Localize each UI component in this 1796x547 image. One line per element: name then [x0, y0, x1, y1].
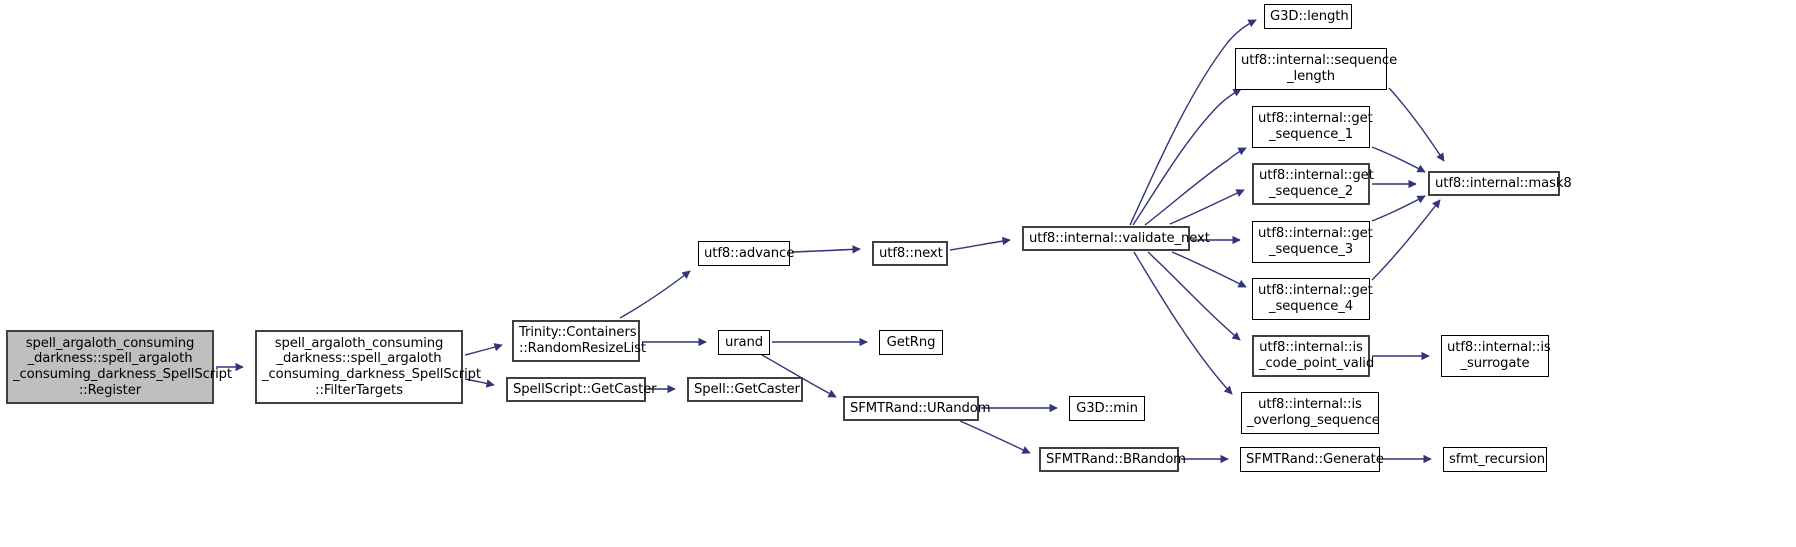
- graph-edge-randomresizelist-to-utf8-advance: [619, 270, 691, 319]
- graph-node-filtertargets[interactable]: spell_argaloth_consuming _darkness::spel…: [255, 330, 481, 404]
- graph-node-sfmtrand-brandom[interactable]: SFMTRand::BRandom: [1039, 447, 1186, 472]
- graph-node-label: Spell::GetCaster: [694, 381, 800, 397]
- graph-node-sfmt-recursion[interactable]: sfmt_recursion: [1443, 447, 1547, 472]
- graph-node-g3d-min[interactable]: G3D::min: [1069, 396, 1145, 421]
- graph-edge-get-sequence-4-to-mask8: [1371, 199, 1441, 281]
- graph-node-label: utf8::internal::is _overlong_sequence: [1247, 397, 1380, 428]
- graph-node-label: utf8::internal::sequence _length: [1241, 53, 1398, 84]
- graph-node-label: SpellScript::GetCaster: [513, 381, 657, 397]
- graph-node-sfmtrand-urandom[interactable]: SFMTRand::URandom: [843, 396, 991, 421]
- graph-edge-utf8-advance-to-utf8-next: [791, 245, 861, 254]
- graph-edge-get-sequence-3-to-mask8: [1371, 195, 1426, 222]
- graph-node-register[interactable]: spell_argaloth_consuming _darkness::spel…: [6, 330, 232, 404]
- graph-node-is-code-point-valid[interactable]: utf8::internal::is _code_point_valid: [1252, 335, 1375, 377]
- graph-edge-validate-next-to-is-code-point-valid: [1147, 251, 1241, 341]
- graph-node-get-sequence-2[interactable]: utf8::internal::get _sequence_2: [1252, 163, 1374, 205]
- graph-edge-filtertargets-to-randomresizelist: [464, 343, 503, 356]
- graph-node-label: utf8::next: [879, 245, 943, 261]
- graph-node-urand[interactable]: urand: [718, 330, 770, 355]
- graph-node-label: SFMTRand::URandom: [850, 400, 991, 416]
- graph-node-label: G3D::length: [1270, 8, 1349, 24]
- graph-node-get-sequence-1[interactable]: utf8::internal::get _sequence_1: [1252, 106, 1373, 148]
- graph-node-mask8[interactable]: utf8::internal::mask8: [1428, 171, 1572, 196]
- graph-node-label: utf8::internal::get _sequence_3: [1258, 226, 1373, 257]
- graph-node-is-surrogate[interactable]: utf8::internal::is _surrogate: [1441, 335, 1551, 377]
- graph-edge-sfmtrand-urandom-to-sfmtrand-brandom: [959, 420, 1031, 454]
- graph-node-label: G3D::min: [1076, 400, 1138, 416]
- graph-node-label: utf8::internal::get _sequence_1: [1258, 111, 1373, 142]
- graph-node-label: utf8::internal::validate_next: [1029, 230, 1210, 246]
- graph-node-label: Trinity::Containers ::RandomResizeList: [519, 325, 646, 356]
- graph-node-g3d-length[interactable]: G3D::length: [1264, 4, 1352, 29]
- graph-node-label: utf8::internal::is _code_point_valid: [1259, 340, 1375, 371]
- graph-node-label: utf8::internal::is _surrogate: [1447, 340, 1551, 371]
- graph-node-randomresizelist[interactable]: Trinity::Containers ::RandomResizeList: [512, 320, 646, 362]
- graph-node-label: SFMTRand::BRandom: [1046, 451, 1186, 467]
- graph-node-spell-getcaster[interactable]: Spell::GetCaster: [687, 377, 803, 402]
- graph-node-label: utf8::internal::mask8: [1435, 175, 1572, 191]
- graph-edge-validate-next-to-get-sequence-4: [1171, 251, 1247, 288]
- graph-edge-validate-next-to-get-sequence-2: [1169, 189, 1245, 225]
- graph-node-label: SFMTRand::Generate: [1246, 451, 1384, 467]
- graph-node-label: utf8::advance: [704, 245, 795, 261]
- graph-node-spellscript-getcaster[interactable]: SpellScript::GetCaster: [506, 377, 657, 402]
- graph-edge-get-sequence-1-to-mask8: [1371, 146, 1426, 173]
- graph-node-label: urand: [724, 334, 764, 350]
- graph-edge-validate-next-to-is-overlong-sequence: [1133, 251, 1233, 395]
- graph-node-get-sequence-3[interactable]: utf8::internal::get _sequence_3: [1252, 221, 1373, 263]
- graph-node-sfmtrand-generate[interactable]: SFMTRand::Generate: [1240, 447, 1384, 472]
- graph-node-get-sequence-4[interactable]: utf8::internal::get _sequence_4: [1252, 278, 1373, 320]
- graph-node-sequence-length[interactable]: utf8::internal::sequence _length: [1235, 48, 1398, 90]
- graph-node-validate-next[interactable]: utf8::internal::validate_next: [1022, 226, 1210, 251]
- graph-node-label: GetRng: [886, 334, 936, 350]
- graph-node-getrng[interactable]: GetRng: [879, 330, 943, 355]
- graph-node-is-overlong-sequence[interactable]: utf8::internal::is _overlong_sequence: [1241, 392, 1380, 434]
- graph-node-label: utf8::internal::get _sequence_4: [1258, 283, 1373, 314]
- graph-node-label: spell_argaloth_consuming _darkness::spel…: [13, 335, 232, 398]
- graph-edge-sequence-length-to-mask8: [1388, 87, 1445, 162]
- graph-edge-validate-next-to-get-sequence-1: [1144, 147, 1247, 226]
- graph-node-label: spell_argaloth_consuming _darkness::spel…: [262, 335, 481, 398]
- graph-edge-validate-next-to-sequence-length: [1132, 88, 1242, 226]
- graph-edge-utf8-next-to-validate-next: [949, 236, 1011, 251]
- graph-node-utf8-advance[interactable]: utf8::advance: [698, 241, 795, 266]
- graph-node-label: utf8::internal::get _sequence_2: [1259, 168, 1374, 199]
- graph-node-utf8-next[interactable]: utf8::next: [872, 241, 948, 266]
- graph-node-label: sfmt_recursion: [1449, 451, 1545, 467]
